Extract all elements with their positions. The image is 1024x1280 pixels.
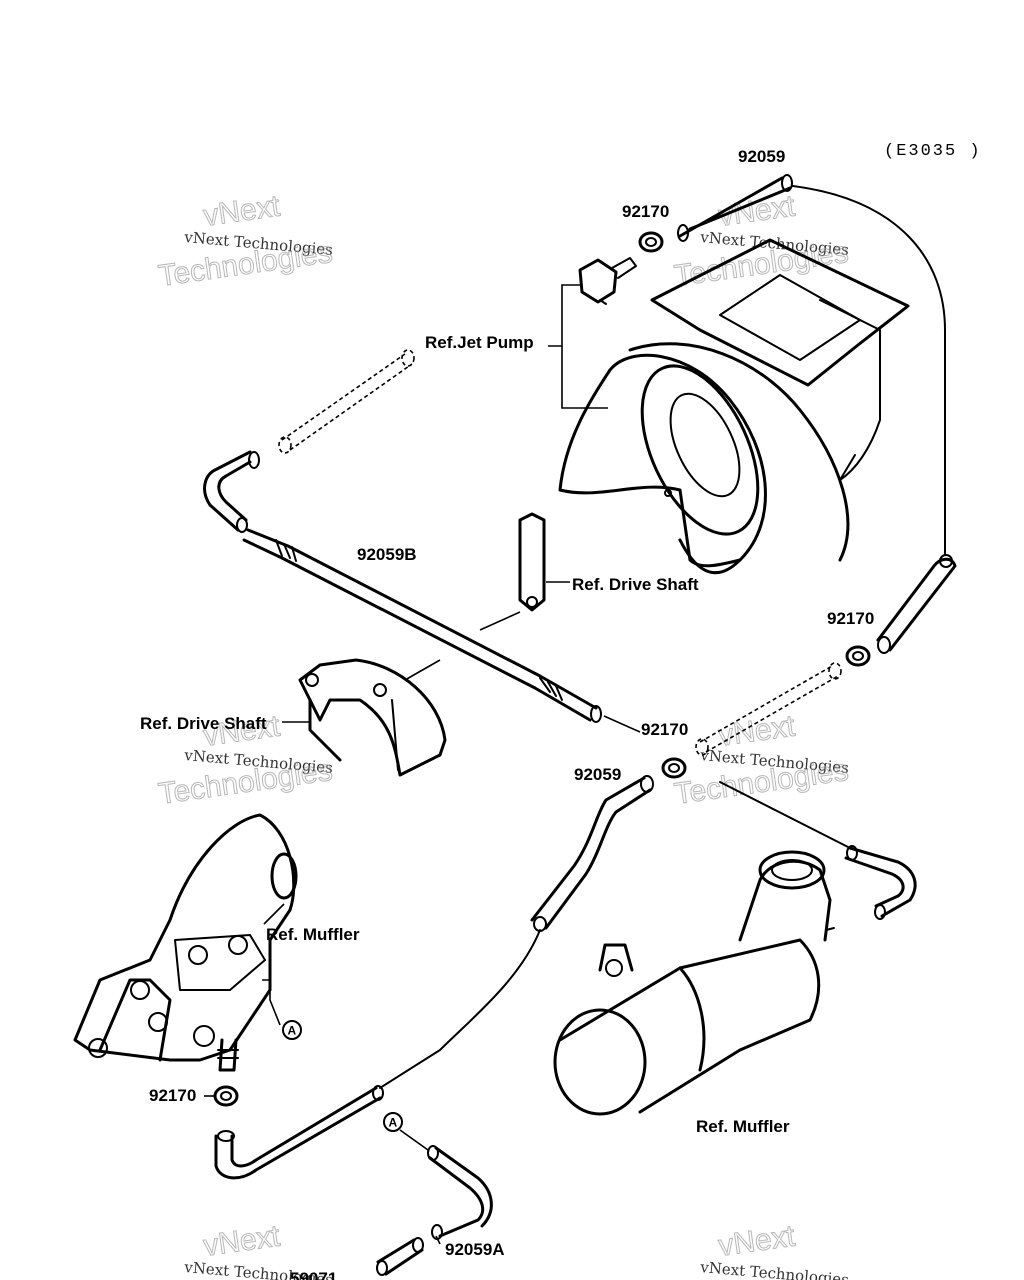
label-drive-shaft-2: Ref. Drive Shaft <box>140 714 267 733</box>
hose-92059b <box>242 528 602 723</box>
label-jet-pump: Ref.Jet Pump <box>425 333 534 352</box>
label-hose-92059a: 92059A <box>445 1240 505 1259</box>
drive-shaft-bracket-upper <box>518 512 546 612</box>
hose-mid <box>530 775 654 932</box>
muffler-left <box>73 813 298 1072</box>
leader-drive-shaft-2 <box>282 659 441 723</box>
label-hose-mid: 92059 <box>574 765 621 784</box>
label-muffler-right: Ref. Muffler <box>696 1117 790 1136</box>
label-muffler-left: Ref. Muffler <box>266 925 360 944</box>
svg-text:vNext: vNext <box>716 709 797 752</box>
hose-mid-line <box>379 929 541 1089</box>
svg-text:vNext: vNext <box>201 1219 282 1262</box>
marker-a-1: A <box>282 1020 302 1040</box>
muffler-right <box>553 850 835 1116</box>
hose-elbow-right <box>844 845 917 920</box>
svg-text:vNext: vNext <box>201 189 282 232</box>
label-hose-92059b: 92059B <box>357 545 417 564</box>
fitting-nipple <box>578 257 637 305</box>
leader-muffler-left <box>262 903 285 1026</box>
label-drive-shaft-1: Ref. Drive Shaft <box>572 575 699 594</box>
label-clamp-mid: 92170 <box>641 720 688 739</box>
label-hose-top: 92059 <box>738 147 785 166</box>
hose-92059a <box>427 1145 493 1240</box>
marker-a-2: A <box>383 1112 403 1132</box>
hose-elbow-upper <box>203 450 260 533</box>
label-clamp-left: 92170 <box>149 1086 196 1105</box>
svg-text:vNext: vNext <box>716 189 797 232</box>
clamp-mid <box>661 757 687 779</box>
leader-hose-92059a <box>435 1235 441 1245</box>
hose-loop-line <box>792 185 946 556</box>
hose-right-line <box>719 781 851 849</box>
svg-text:A: A <box>389 1116 398 1130</box>
watermark-top-left: vNext vNext Technologies Technologies <box>156 189 335 293</box>
leader-marker-a-2 <box>399 1129 429 1151</box>
svg-text:vNext Technologies: vNext Technologies <box>699 1258 850 1280</box>
hose-top <box>677 174 793 242</box>
watermark-bottom-right: vNext vNext Technologies <box>699 1219 850 1280</box>
hose-elbow-lower <box>214 1085 384 1180</box>
bolt-upper-dashed <box>278 349 415 454</box>
clamp-right <box>845 645 871 667</box>
clamp-left <box>213 1085 239 1107</box>
watermark-mid-right: vNext vNext Technologies Technologies <box>672 709 851 811</box>
bolt-lower-dashed <box>695 662 842 756</box>
label-clamp-right: 92170 <box>827 609 874 628</box>
leader-drive-shaft-1 <box>479 581 570 631</box>
diagram-code: (E3035 ) <box>884 142 982 161</box>
drive-shaft-cover <box>298 658 447 777</box>
svg-text:A: A <box>288 1024 297 1038</box>
hose-bottom-short <box>376 1237 424 1276</box>
leader-clamp-mid <box>603 715 641 733</box>
label-hose-bottom-partial: 59071 <box>290 1269 337 1280</box>
clamp-top <box>638 231 664 253</box>
svg-text:vNext: vNext <box>716 1219 797 1262</box>
leader-jet-pump <box>548 284 608 409</box>
hose-right-upper <box>876 554 957 654</box>
jet-pump <box>558 238 910 575</box>
label-clamp-top: 92170 <box>622 202 669 221</box>
